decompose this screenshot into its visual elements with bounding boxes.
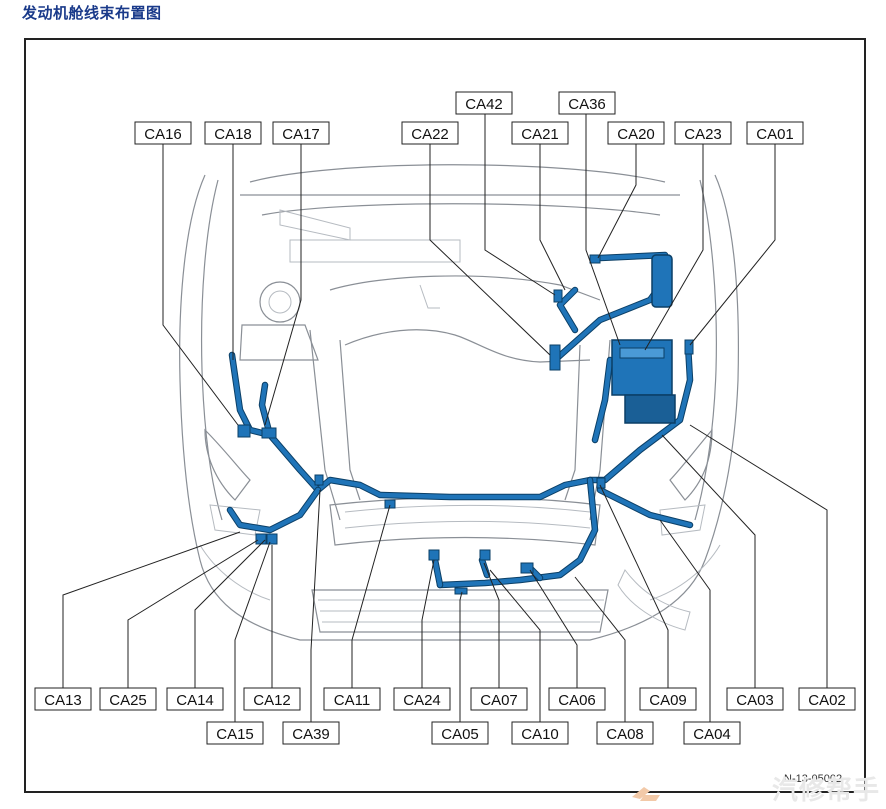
watermark-text: 汽修帮手 [771, 776, 880, 806]
connector-label-CA09: CA09 [639, 687, 697, 711]
svg-text:CA14: CA14 [176, 692, 214, 709]
svg-text:CA03: CA03 [736, 692, 774, 709]
connector-label-CA42: CA42 [455, 91, 513, 115]
connector-label-CA17: CA17 [272, 121, 330, 145]
svg-text:CA06: CA06 [558, 692, 596, 709]
watermark-logo-icon [632, 787, 660, 801]
svg-text:CA02: CA02 [808, 692, 846, 709]
svg-text:CA42: CA42 [465, 96, 503, 113]
connector-label-CA18: CA18 [204, 121, 262, 145]
svg-text:CA13: CA13 [44, 692, 82, 709]
fuse-box [611, 254, 676, 424]
connector-label-CA01: CA01 [746, 121, 804, 145]
connector-blocks [237, 254, 694, 595]
leader-lines [62, 114, 828, 722]
connector-label-CA04: CA04 [683, 721, 741, 745]
svg-text:CA07: CA07 [480, 692, 518, 709]
svg-text:CA24: CA24 [403, 692, 441, 709]
connector-label-CA15: CA15 [206, 721, 264, 745]
svg-text:CA01: CA01 [756, 126, 794, 143]
svg-text:CA12: CA12 [253, 692, 291, 709]
connector-label-CA21: CA21 [511, 121, 569, 145]
svg-text:CA09: CA09 [649, 692, 687, 709]
svg-text:CA23: CA23 [684, 126, 722, 143]
connector-label-CA05: CA05 [431, 721, 489, 745]
connector-label-CA13: CA13 [34, 687, 92, 711]
connector-label-CA24: CA24 [393, 687, 451, 711]
connector-label-CA20: CA20 [607, 121, 665, 145]
svg-text:CA05: CA05 [441, 726, 479, 743]
svg-text:CA15: CA15 [216, 726, 254, 743]
svg-text:CA04: CA04 [693, 726, 731, 743]
page-title: 发动机舱线束布置图 [22, 4, 162, 22]
figure-code: N-13-05002 [784, 773, 842, 785]
connector-label-CA03: CA03 [726, 687, 784, 711]
connector-label-CA23: CA23 [674, 121, 732, 145]
vehicle-outline [179, 164, 740, 641]
connector-label-CA08: CA08 [596, 721, 654, 745]
svg-text:CA39: CA39 [292, 726, 330, 743]
connector-label-CA06: CA06 [548, 687, 606, 711]
connector-label-CA16: CA16 [134, 121, 192, 145]
diagram-frame [24, 38, 866, 793]
svg-text:CA08: CA08 [606, 726, 644, 743]
svg-text:CA36: CA36 [568, 96, 606, 113]
svg-text:CA16: CA16 [144, 126, 182, 143]
wiring-harness [226, 251, 694, 589]
svg-text:CA21: CA21 [521, 126, 559, 143]
svg-text:CA11: CA11 [334, 692, 370, 709]
svg-text:CA25: CA25 [109, 692, 147, 709]
connector-label-CA25: CA25 [99, 687, 157, 711]
connector-label-CA11: CA11 [323, 687, 381, 711]
svg-text:CA22: CA22 [411, 126, 449, 143]
connector-label-CA12: CA12 [243, 687, 301, 711]
svg-text:CA17: CA17 [282, 126, 320, 143]
connector-label-CA39: CA39 [282, 721, 340, 745]
svg-text:CA20: CA20 [617, 126, 655, 143]
svg-text:CA10: CA10 [521, 726, 559, 743]
connector-label-CA36: CA36 [558, 91, 616, 115]
connector-label-CA22: CA22 [401, 121, 459, 145]
svg-text:CA18: CA18 [214, 126, 252, 143]
connector-label-CA10: CA10 [511, 721, 569, 745]
connector-label-CA07: CA07 [470, 687, 528, 711]
connector-label-CA02: CA02 [798, 687, 856, 711]
connector-label-CA14: CA14 [166, 687, 224, 711]
